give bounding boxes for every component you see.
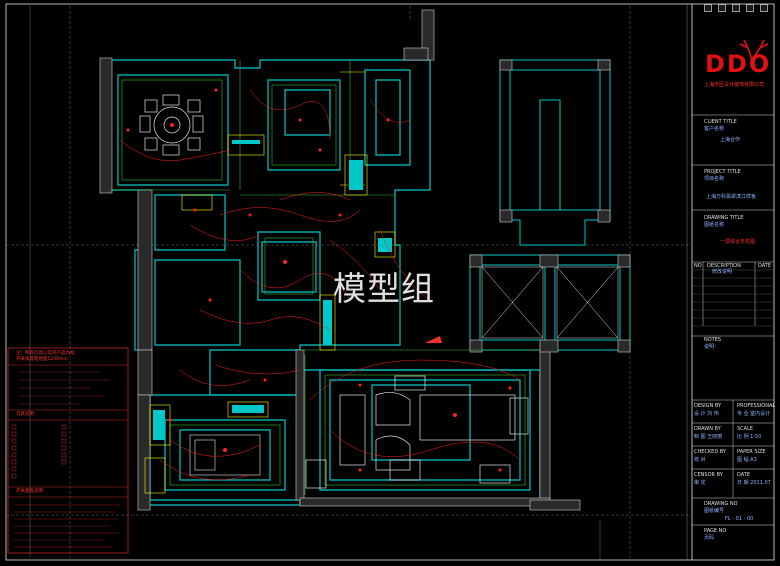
company-logo: DDO [705,50,772,78]
page-no-label: PAGE NO [704,528,727,534]
drawing-no-cn: 图纸编号 [704,508,725,514]
legend-note-1: 注：所有灯具以实际产品为准 [16,351,75,356]
drawn-by-label: DRAWN BY [694,426,721,432]
checked-by-label: CHECKED BY [694,449,726,455]
equipment-strips [153,140,392,440]
designed-by-label: DESIGN BY [694,403,722,409]
view-button[interactable] [704,4,712,12]
living-room-furniture [305,375,529,489]
elevator-shafts [481,266,619,339]
view-button[interactable] [746,4,754,12]
project-title-label: PROJECT TITLE [704,169,741,175]
censor-label: CENSOR BY [694,472,723,478]
legend-border [7,347,129,554]
checked-by-value: 校 对 [694,457,706,463]
sheet-border [5,3,775,561]
project-title-value: 上海万科翡翠滨江样板 [706,194,757,200]
section-marker [425,336,442,343]
drawing-title-label: DRAWING TITLE [704,215,744,221]
date-value: 日 期 2011.07 [737,480,771,486]
structural-walls [99,9,581,511]
scale-label: SCALE [737,426,754,432]
page-no-cn: 页码 [704,535,715,541]
client-title-label: CLIENT TITLE [704,119,737,125]
revision-date-header: DATE [758,263,772,269]
view-button[interactable] [760,4,768,12]
light-fixtures [126,88,512,472]
professional-label: PROFESSIONAL [737,403,776,409]
professional-value: 专 业 室内设计 [737,411,771,417]
paper-size-label: PAPER SIZE [737,449,766,455]
view-button[interactable] [718,4,726,12]
legend-heading-switches: 开关面板说明 [16,489,43,494]
drawing-no-label: DRAWING NO [704,501,738,507]
notes-label: NOTES [704,337,722,343]
drawn-by-value: 制 图 王晓丽 [694,434,723,440]
notes-cn: 说明： [704,344,720,350]
paper-size-value: 图 幅 A3 [737,457,757,463]
scale-value: 比 例 1:50 [737,434,762,440]
ceiling-lines [110,60,540,495]
drawing-no-value: FL - 01 - 00 [725,516,754,522]
furniture [144,71,396,494]
elevator-zone [469,59,631,351]
bedroom-bed [189,434,261,476]
dining-table [139,94,204,156]
project-title-cn: 项目名称 [704,176,725,182]
date-label: DATE [737,472,751,478]
censor-value: 审 定 [694,480,706,486]
drawing-title-cn: 图纸名称 [704,222,725,228]
client-title-value: 上海合作 [720,137,741,143]
electrical-wiring [119,89,521,481]
watermark: 模型组 [333,269,435,308]
drawing-title-value: 一层综合天花图 [720,239,756,245]
antler-logo-icon [739,39,769,61]
view-button[interactable] [732,4,740,12]
client-title-cn: 客户名称 [704,126,725,132]
legend-heading-lights: 灯具说明 [16,412,34,417]
designed-by-value: 设 计 刘 伟 [694,411,719,417]
revision-no-header: NO [694,263,702,269]
legend-note-2: 开关高度距地面1200mm [16,357,68,362]
revision-header-cn: 修改说明 [712,269,733,275]
revision-description-header: DESCRIPTION [707,263,741,269]
title-block-grid [692,114,774,526]
company-name: 上海杰匠设计装饰有限公司 [704,82,765,88]
